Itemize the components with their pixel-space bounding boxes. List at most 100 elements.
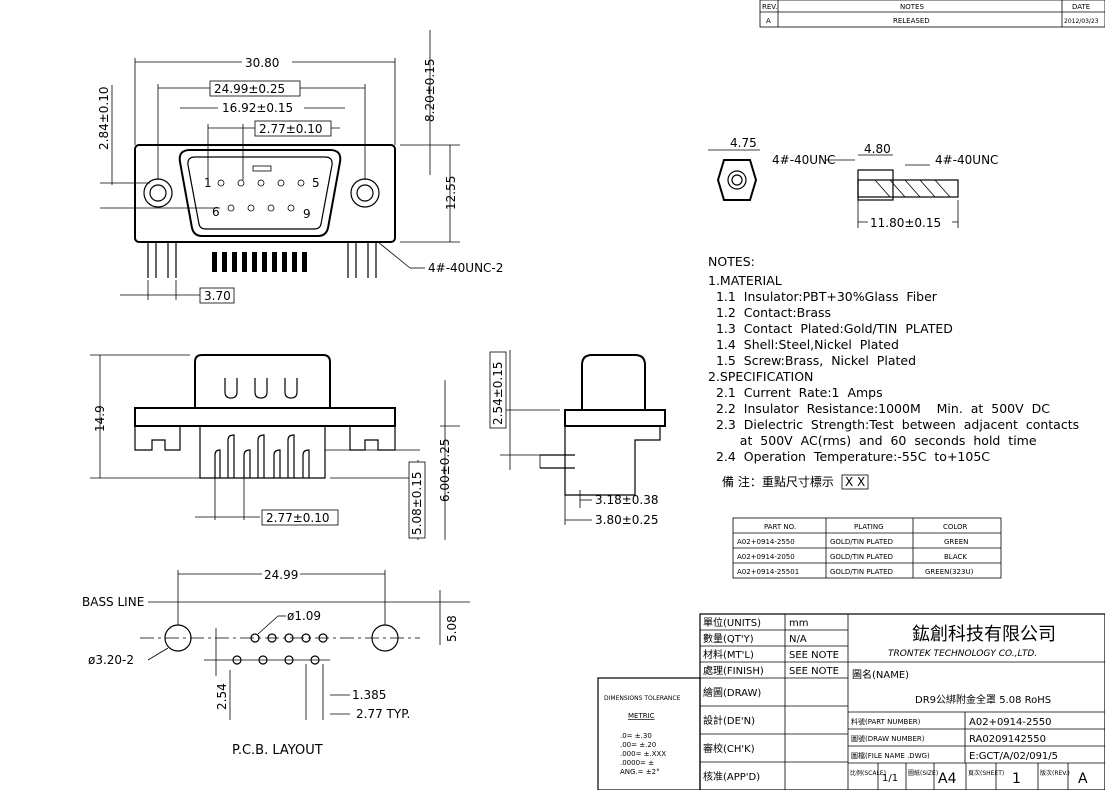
tb-units-label: 單位(UNITS) (703, 616, 761, 629)
note-line-7: 2.SPECIFICATION (708, 369, 813, 384)
pcb-dim-offset: 1.385 (352, 688, 386, 702)
title-block: 單位(UNITS) mm 數量(QT'Y) N/A 材料(MT'L) SEE N… (597, 613, 1105, 791)
note-line-8: 2.1 Current Rate:1 Amps (708, 385, 883, 400)
notes-header: NOTES (900, 3, 924, 11)
tolerance-title: DIMENSIONS TOLERANCE (604, 695, 681, 702)
screw-thread: 4#-40UNC (935, 153, 998, 167)
dim-tail: 3.70 (204, 289, 231, 303)
note-line-1: 1.MATERIAL (708, 273, 782, 288)
note-line-9: 2.2 Insulator Resistance:1000M Min. at 5… (708, 401, 1050, 416)
part-cell: BLACK (944, 553, 967, 561)
tolerance-line: .0= ±.30 (620, 732, 652, 740)
company-name-en: TRONTEK TECHNOLOGY CO.,LTD. (888, 649, 1037, 659)
size-value: A4 (938, 771, 957, 787)
screw-view: 4.80 4#-40UNC 11.80±0.15 (857, 142, 998, 230)
remark-box: X X (845, 475, 865, 489)
scale-value: 1/1 (882, 773, 898, 784)
dim-left: 2.84±0.10 (97, 87, 111, 151)
part-cell: GREEN (944, 538, 968, 546)
front-view: 1 5 6 9 30.80 24.99±0.25 (97, 30, 503, 304)
rev-label: 版次(REV.) (1040, 769, 1070, 777)
note-line-12: 2.4 Operation Temperature:-55C to+105C (708, 449, 990, 464)
part-cell: A02+0914-25501 (737, 568, 799, 576)
tb-finish-value: SEE NOTE (789, 666, 839, 677)
company-name-cn: 鈜創科技有限公司 (912, 624, 1056, 645)
bass-line-label: BASS LINE (82, 595, 144, 609)
scale-label: 比例(SCALE) (850, 769, 886, 777)
screw-length: 11.80±0.15 (870, 216, 941, 230)
dim-pitch: 2.77±0.10 (259, 122, 323, 136)
side-dim-tail: 5.08±0.15 (410, 472, 424, 536)
tb-design-label: 設計(DE'N) (703, 714, 755, 727)
pcb-dim-hole: ø1.09 (287, 609, 321, 623)
draw-number-value: RA0209142550 (969, 734, 1046, 745)
drawing-name-value: DR9公綁附金全罩 5.08 RoHS (915, 693, 1051, 706)
file-name-label: 圖檔(FILE NAME .DWG) (851, 751, 930, 760)
tolerance-line: .00= ±.20 (620, 741, 656, 749)
pin-label-1: 1 (204, 176, 212, 190)
note-line-4: 1.3 Contact Plated:Gold/TIN PLATED (708, 321, 953, 336)
pcb-dim-vert: 5.08 (445, 615, 459, 642)
side-dim-pitch: 2.77±0.10 (266, 511, 330, 525)
notes-block: NOTES: 1.MATERIAL 1.1 Insulator:PBT+30%G… (708, 254, 1079, 490)
note-line-2: 1.1 Insulator:PBT+30%Glass Fiber (708, 289, 938, 304)
hex-nut-view: 4.75 4#-40UNC (708, 136, 855, 201)
notes-value: RELEASED (893, 17, 930, 25)
notes-title: NOTES: (708, 254, 755, 269)
pin-label-9: 9 (303, 207, 311, 221)
rev-header: REV. (762, 3, 777, 11)
dim-height: 8.20±0.15 (423, 59, 437, 123)
side-dim-height: 14.9 (93, 405, 107, 432)
tolerance-line: .000= ±.XXX (620, 750, 666, 758)
pcb-title: P.C.B. LAYOUT (232, 743, 323, 758)
rev-value: A (766, 17, 771, 25)
date-header: DATE (1072, 3, 1090, 11)
remark-text: 備 注：重點尺寸標示 (722, 474, 834, 489)
pcb-dim-pitch: 2.77 TYP. (356, 707, 410, 721)
tolerance-line: ANG.= ±2° (620, 768, 660, 776)
part-cell: A02+0914-2050 (737, 553, 795, 561)
part-header-plating: PLATING (854, 523, 884, 531)
screw-width: 4.80 (864, 142, 891, 156)
dim-body: 12.55 (444, 176, 458, 210)
tb-qty-label: 數量(QT'Y) (703, 632, 754, 645)
hex-width: 4.75 (730, 136, 757, 150)
part-cell: GREEN(323U) (925, 568, 974, 576)
pin-tails (212, 252, 307, 272)
end-dim-a: 3.18±0.38 (595, 493, 659, 507)
side-pins (214, 434, 310, 478)
date-value: 2012/03/23 (1064, 18, 1099, 25)
tb-finish-label: 處理(FINISH) (703, 664, 764, 677)
tb-check-label: 審校(CH'K) (703, 742, 755, 755)
side-view: 14.9 2.77±0.10 5.08±0.15 6.00±0.25 (90, 354, 460, 540)
note-line-3: 1.2 Contact:Brass (708, 305, 831, 320)
pin-label-6: 6 (212, 205, 220, 219)
tb-approve-label: 核准(APP'D) (703, 770, 760, 783)
draw-number-label: 圖號(DRAW NUMBER) (851, 734, 925, 743)
hex-thread: 4#-40UNC (772, 153, 835, 167)
tolerance-line: .0000= ± (620, 759, 654, 767)
dim-overall: 30.80 (245, 56, 279, 70)
sheet-label: 頁次(SHEET) (968, 769, 1004, 777)
note-line-11: at 500V AC(rms) and 60 seconds hold time (708, 433, 1037, 448)
dim-boss-span: 24.99±0.25 (214, 82, 285, 96)
end-dim-b: 3.80±0.25 (595, 513, 659, 527)
pcb-dim-row: 2.54 (215, 683, 229, 710)
pin-pattern (217, 165, 305, 212)
tb-qty-value: N/A (789, 634, 807, 645)
part-cell: GOLD/TIN PLATED (830, 553, 893, 561)
file-name-value: E:GCT/A/02/091/5 (969, 751, 1058, 762)
part-table: PART NO. PLATING COLOR A02+0914-2550 GOL… (732, 517, 1002, 579)
tb-draw-label: 繪圖(DRAW) (703, 686, 761, 699)
part-cell: GOLD/TIN PLATED (830, 538, 893, 546)
revision-table: REV. NOTES DATE A RELEASED 2012/03/23 (759, 0, 1105, 28)
pcb-dim-mount: ø3.20-2 (88, 653, 134, 667)
part-header-color: COLOR (943, 523, 968, 531)
tb-mtl-value: SEE NOTE (789, 650, 839, 661)
drawing-name-label: 圖名(NAME) (852, 668, 909, 681)
size-label: 圖紙(SIZE) (908, 769, 938, 777)
pcb-layout: BASS LINE 24.99 ø1.09 ø3.20-2 5.08 (82, 567, 470, 758)
end-view: 2.54±0.15 3.18±0.38 3.80±0.25 (489, 350, 666, 527)
pcb-holes (232, 633, 328, 665)
